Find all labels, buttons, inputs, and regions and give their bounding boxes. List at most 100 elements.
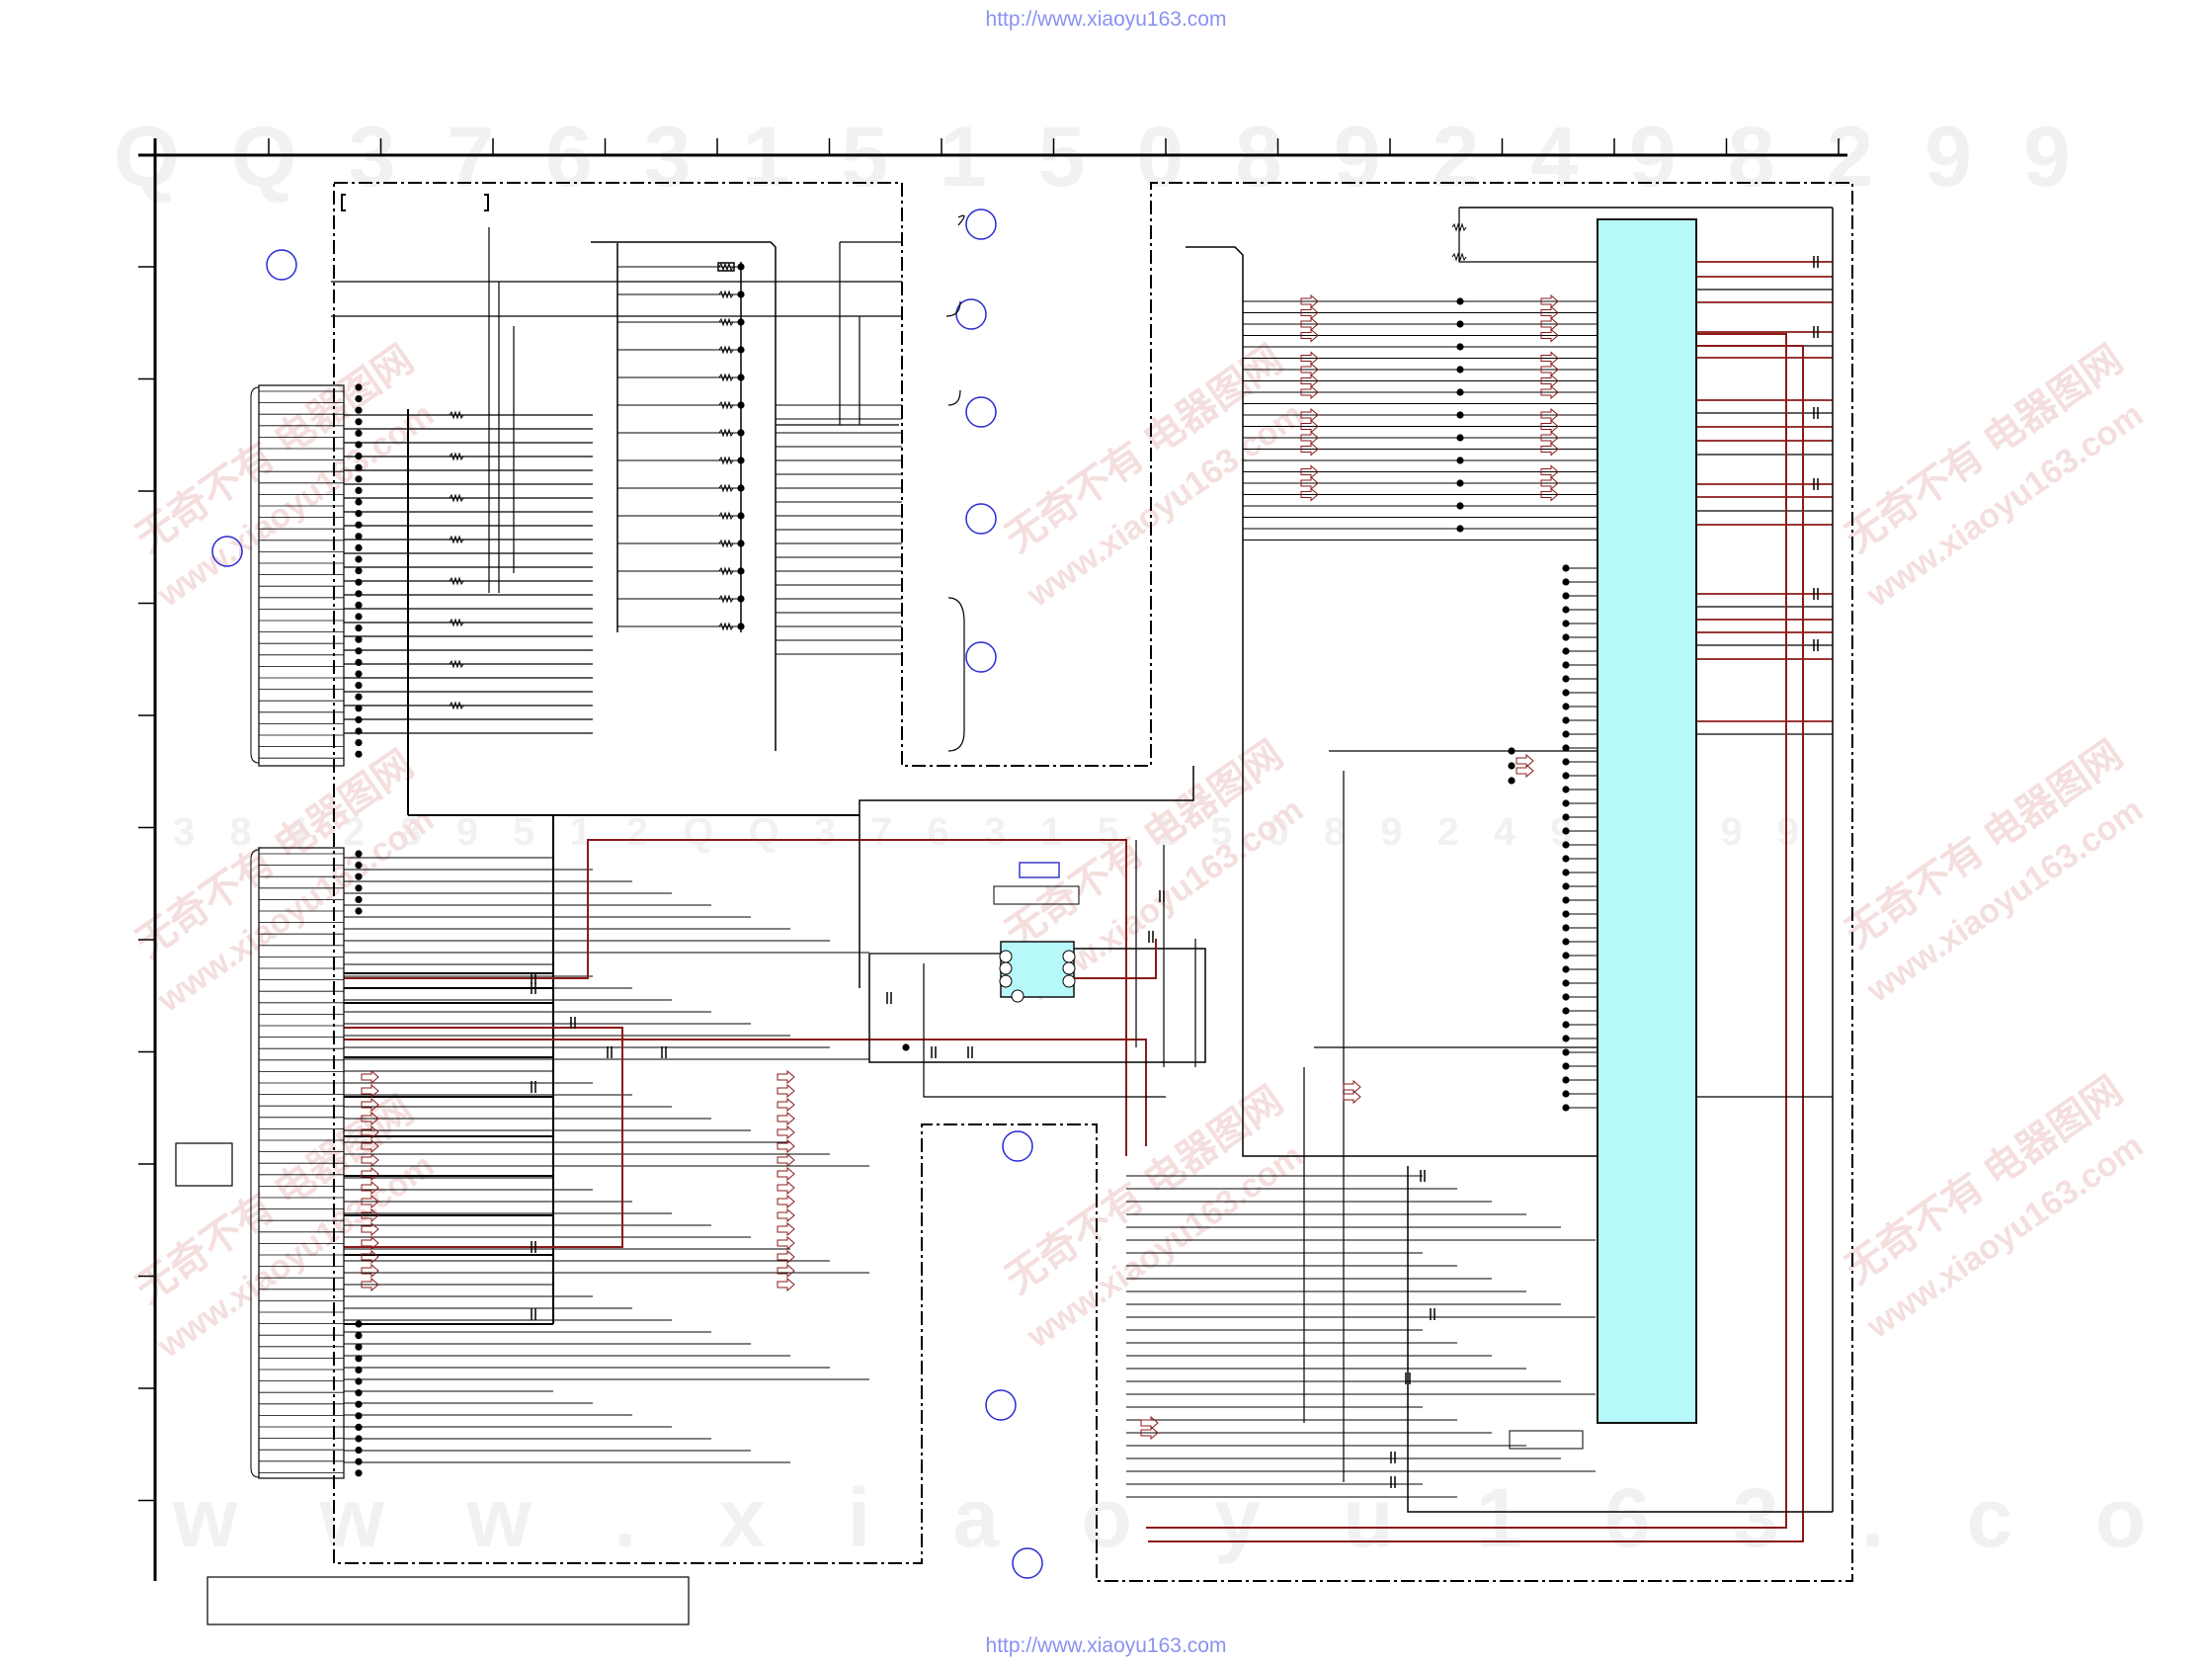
signal-arrow bbox=[1300, 305, 1319, 320]
signal-arrow bbox=[1300, 362, 1319, 377]
connector-pin-dot bbox=[355, 613, 363, 621]
junction-dot bbox=[1562, 869, 1570, 876]
capacitor bbox=[570, 1017, 576, 1029]
signal-arrow bbox=[1540, 316, 1559, 332]
junction-dot bbox=[1562, 675, 1570, 683]
junction-dot bbox=[1456, 411, 1464, 419]
junction-dot bbox=[1562, 827, 1570, 835]
connector-pin-dot bbox=[355, 750, 363, 758]
connector-pin-dot bbox=[355, 739, 363, 747]
signal-arrow bbox=[1540, 419, 1559, 434]
connector-block-top bbox=[258, 384, 345, 767]
signal-arrow bbox=[361, 1166, 379, 1182]
wire bbox=[859, 766, 1194, 988]
signal-arrow bbox=[1516, 763, 1534, 779]
signal-arrow bbox=[1140, 1415, 1159, 1431]
ic-pin bbox=[1062, 961, 1076, 975]
header-url[interactable]: http://www.xiaoyu163.com bbox=[985, 8, 1227, 31]
junction-dot bbox=[737, 401, 745, 409]
watermark-top-row: Q Q 3 7 6 3 1 5 1 5 0 8 9 2 4 9 8 2 9 9 bbox=[114, 110, 2085, 205]
signal-arrow bbox=[777, 1166, 795, 1182]
red-return-path bbox=[1146, 333, 1787, 1529]
capacitor bbox=[661, 1046, 667, 1058]
board-outline-left bbox=[333, 182, 1853, 1582]
connector-pin-dot bbox=[355, 1400, 363, 1408]
signal-arrow bbox=[777, 1221, 795, 1237]
capacitor bbox=[1390, 1476, 1396, 1488]
connector-pin-dot bbox=[355, 647, 363, 655]
frame-layer bbox=[138, 138, 1847, 1581]
footer-url[interactable]: http://www.xiaoyu163.com bbox=[985, 1634, 1227, 1657]
connector-pin-dot bbox=[355, 510, 363, 518]
wire bbox=[923, 963, 1166, 1098]
junction-dot bbox=[737, 346, 745, 354]
junction-dot bbox=[1562, 1007, 1570, 1015]
signal-arrow bbox=[361, 1221, 379, 1237]
junction-dot bbox=[1562, 1062, 1570, 1070]
connector-pin-dot bbox=[355, 727, 363, 735]
signal-arrow bbox=[1540, 293, 1559, 309]
resistor bbox=[449, 576, 464, 586]
junction-dot bbox=[1456, 457, 1464, 464]
signal-arrow bbox=[1300, 419, 1319, 434]
wiring-layer bbox=[259, 207, 1834, 1542]
marker-bracket bbox=[945, 214, 965, 752]
resistor bbox=[718, 317, 734, 327]
signal-arrow bbox=[777, 1069, 795, 1085]
signal-arrow bbox=[361, 1180, 379, 1196]
capacitor bbox=[1813, 326, 1819, 338]
junction-dot bbox=[1456, 502, 1464, 510]
signal-arrow bbox=[777, 1138, 795, 1154]
junction-dot bbox=[1562, 979, 1570, 987]
resistor bbox=[718, 345, 734, 355]
ic-pin bbox=[999, 950, 1013, 963]
capacitor bbox=[1148, 931, 1154, 943]
wire bbox=[591, 241, 777, 751]
junction-dot bbox=[737, 429, 745, 437]
red-signal-path bbox=[344, 839, 1127, 1156]
junction-dot bbox=[1562, 1076, 1570, 1084]
junction-dot bbox=[1562, 744, 1570, 752]
signal-arrow bbox=[1540, 374, 1559, 388]
signal-arrow bbox=[1300, 430, 1319, 446]
junction-dot bbox=[1456, 320, 1464, 328]
signal-arrow bbox=[777, 1194, 795, 1209]
connector-pin-dot bbox=[355, 567, 363, 575]
connector-pin-dot bbox=[355, 486, 363, 494]
red-return-path bbox=[1148, 345, 1804, 1542]
signal-arrow bbox=[361, 1249, 379, 1265]
junction-dot bbox=[1456, 297, 1464, 305]
signal-arrow bbox=[1540, 464, 1559, 479]
capacitor bbox=[531, 1241, 536, 1253]
resistor bbox=[449, 493, 464, 503]
junction-dot bbox=[1562, 633, 1570, 641]
capacitor bbox=[1430, 1308, 1435, 1320]
junction-dot bbox=[737, 374, 745, 381]
signal-arrow bbox=[1540, 407, 1559, 423]
wire bbox=[1186, 246, 1598, 1157]
signal-arrow bbox=[361, 1207, 379, 1223]
signal-arrow bbox=[361, 1263, 379, 1279]
connector-pin-dot bbox=[355, 395, 363, 403]
note-box bbox=[206, 1576, 690, 1625]
connector-pin-dot bbox=[355, 1366, 363, 1373]
signal-arrow bbox=[1516, 753, 1534, 769]
board-outlines bbox=[333, 182, 1853, 1582]
connector-pin-dot bbox=[355, 578, 363, 586]
ic-pin bbox=[1062, 974, 1076, 988]
ic-pin bbox=[999, 961, 1013, 975]
red-signal-path bbox=[1074, 939, 1157, 979]
signal-arrow bbox=[777, 1277, 795, 1292]
resistor bbox=[718, 539, 734, 548]
signal-arrow bbox=[1300, 475, 1319, 491]
signal-arrow bbox=[1540, 328, 1559, 343]
resistor bbox=[718, 483, 734, 493]
junction-dot bbox=[1562, 758, 1570, 766]
signal-arrow bbox=[777, 1111, 795, 1126]
junction-dot bbox=[1562, 786, 1570, 793]
junction-dot bbox=[737, 318, 745, 326]
connector-marker bbox=[955, 298, 987, 330]
title-bracket bbox=[341, 194, 489, 211]
signal-arrow bbox=[1540, 362, 1559, 377]
